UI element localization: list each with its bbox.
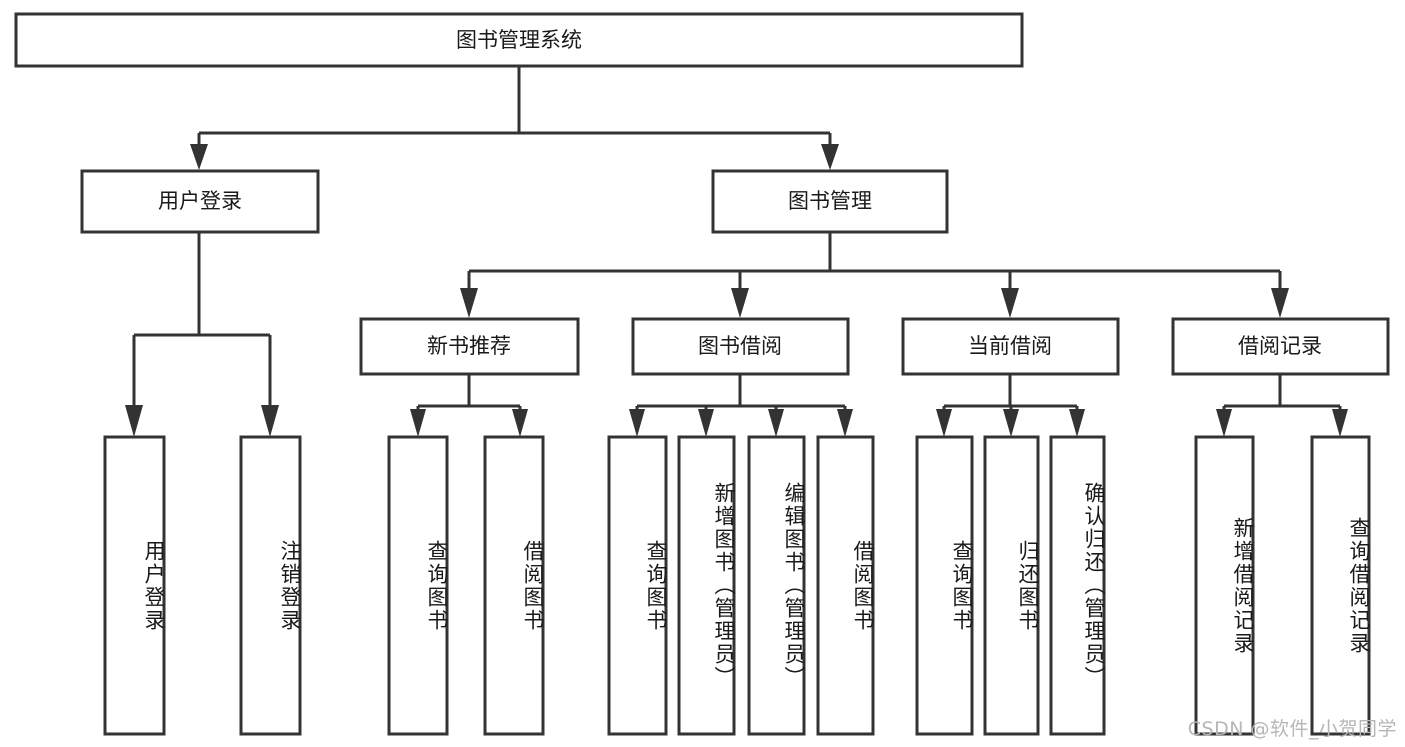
node-borrow-record-box[interactable] — [1171, 317, 1390, 376]
node-current-borrow-box[interactable] — [901, 317, 1120, 376]
arrow-head-leaf-user-login — [125, 405, 143, 437]
node-leaf-return-book-box[interactable] — [983, 435, 1040, 736]
node-book-borrow[interactable]: 图书借阅 — [631, 317, 850, 376]
arrow-head-leaf-query-book-1 — [410, 409, 426, 437]
arrow-head-leaf-add-record — [1216, 409, 1232, 437]
connector-group-root — [190, 66, 839, 170]
node-leaf-borrow-book-1-box[interactable] — [483, 435, 545, 736]
node-root-box[interactable] — [14, 12, 1024, 68]
node-new-book-recommend[interactable]: 新书推荐 — [359, 317, 580, 376]
node-current-borrow-label: 当前借阅 — [968, 334, 1052, 358]
node-leaf-borrow-book-2-box[interactable] — [816, 435, 875, 736]
node-current-borrow[interactable]: 当前借阅 — [901, 317, 1120, 376]
arrow-head-leaf-return-book — [1003, 409, 1019, 437]
arrow-head-leaf-edit-book — [768, 409, 784, 437]
node-book-manage-label: 图书管理 — [788, 189, 872, 213]
arrow-head-user-login — [190, 144, 208, 170]
connector-group-borrow-record — [1216, 375, 1348, 437]
node-leaf-query-record-box[interactable] — [1310, 435, 1371, 736]
node-book-borrow-label: 图书借阅 — [698, 334, 782, 358]
leaf-boxes — [103, 435, 1371, 736]
node-leaf-query-book-1-box[interactable] — [387, 435, 449, 736]
arrow-head-leaf-borrow-book-1 — [512, 409, 528, 437]
node-book-manage-box[interactable] — [711, 169, 949, 234]
arrow-head-leaf-borrow-book-2 — [837, 409, 853, 437]
arrow-head-book-borrow — [731, 288, 749, 318]
watermark-text: CSDN @软件_小贺同学 — [1187, 718, 1397, 740]
arrow-head-leaf-query-record — [1332, 409, 1348, 437]
node-new-book-recommend-label: 新书推荐 — [427, 334, 511, 358]
arrow-head-leaf-confirm-return — [1069, 409, 1085, 437]
arrow-head-current-borrow — [1001, 288, 1019, 318]
connector-group-current-borrow — [936, 375, 1085, 437]
node-leaf-query-book-2-box[interactable] — [607, 435, 668, 736]
node-leaf-add-record-box[interactable] — [1194, 435, 1255, 736]
node-user-login-label: 用户登录 — [158, 189, 242, 213]
node-user-login-box[interactable] — [80, 169, 320, 234]
arrow-head-leaf-query-book-3 — [936, 409, 952, 437]
node-leaf-confirm-return-box[interactable] — [1049, 435, 1106, 736]
arrow-head-leaf-add-book — [698, 409, 714, 437]
connector-group-user-login — [125, 232, 279, 437]
arrow-head-leaf-logout — [261, 405, 279, 437]
connector-group-book-borrow — [629, 375, 853, 437]
node-book-manage[interactable]: 图书管理 — [711, 169, 949, 234]
node-new-book-recommend-box[interactable] — [359, 317, 580, 376]
arrow-head-borrow-record — [1271, 288, 1289, 318]
node-leaf-user-login-box[interactable] — [103, 435, 166, 736]
node-borrow-record[interactable]: 借阅记录 — [1171, 317, 1390, 376]
connector-group-book-manage — [460, 232, 1289, 318]
node-book-borrow-box[interactable] — [631, 317, 850, 376]
node-leaf-add-book-box[interactable] — [677, 435, 736, 736]
node-root-label: 图书管理系统 — [456, 28, 582, 52]
node-user-login[interactable]: 用户登录 — [80, 169, 320, 234]
connector-group-new-book-recommend — [410, 375, 528, 437]
arrow-head-book-manage — [821, 144, 839, 170]
node-borrow-record-label: 借阅记录 — [1238, 334, 1322, 358]
node-leaf-logout-box[interactable] — [239, 435, 302, 736]
node-leaf-query-book-3-box[interactable] — [915, 435, 974, 736]
arrow-head-new-book-recommend — [460, 288, 478, 318]
node-leaf-edit-book-box[interactable] — [747, 435, 806, 736]
node-root[interactable]: 图书管理系统 — [14, 12, 1024, 68]
arrow-head-leaf-query-book-2 — [629, 409, 645, 437]
